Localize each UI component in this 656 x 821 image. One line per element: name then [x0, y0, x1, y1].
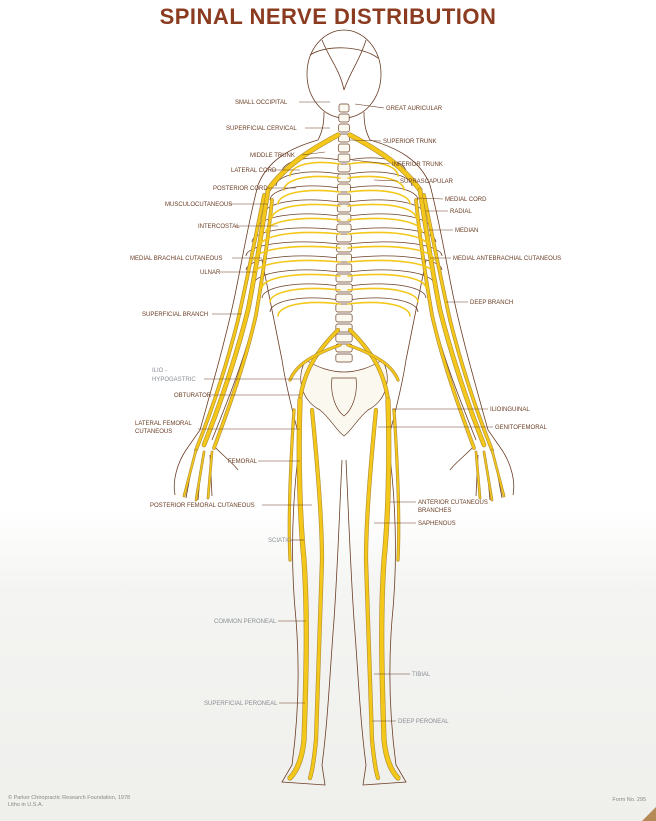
vertebra: [336, 334, 352, 342]
nerve-path: [196, 452, 204, 500]
label-middle-trunk: MIDDLE TRUNK: [250, 153, 295, 159]
intercostal-nerve-right: [348, 274, 426, 288]
label-great-auricular: GREAT AURICULAR: [386, 106, 443, 112]
intercostal-nerve-left: [290, 162, 340, 176]
intercostal-nerve-left: [254, 260, 340, 274]
label-medial-cord: MEDIAL CORD: [445, 197, 487, 203]
label-saphenous: SAPHENOUS: [418, 521, 456, 527]
vertebra: [337, 194, 350, 202]
nerve-path: [184, 450, 196, 496]
label-anterior-cutaneous-2: BRANCHES: [418, 508, 451, 514]
intercostal-nerve-right: [348, 302, 410, 316]
label-medial-brachial-cutaneous: MEDIAL BRACHIAL CUTANEOUS: [130, 256, 222, 262]
label-ilio: ILIO -: [152, 368, 167, 374]
label-superficial-branch: SUPERFICIAL BRANCH: [142, 312, 208, 318]
label-suprascapular: SUPRASCAPULAR: [400, 179, 454, 185]
vertebra: [336, 304, 352, 312]
nerve-path: [492, 450, 504, 496]
vertebra: [337, 214, 351, 222]
label-superficial-peroneal: SUPERFICIAL PERONEAL: [204, 701, 278, 707]
skull: [310, 40, 378, 90]
label-posterior-femoral-cutaneous: POSTERIOR FEMORAL CUTANEOUS: [150, 503, 255, 509]
form-number: Form No. 295: [612, 797, 646, 803]
vertebra: [339, 124, 350, 132]
label-deep-peroneal: DEEP PERONEAL: [398, 719, 449, 725]
page-corner: [642, 807, 656, 821]
label-deep-branch: DEEP BRANCH: [470, 300, 513, 306]
label-anterior-cutaneous-1: ANTERIOR CUTANEOUS: [418, 500, 488, 506]
vertebra: [338, 144, 349, 152]
intercostal-nerve-left: [270, 288, 340, 302]
intercostal-nerve-right: [348, 288, 418, 302]
label-medial-antebrachial-cutaneous: MEDIAL ANTEBRACHIAL CUTANEOUS: [453, 256, 561, 262]
label-small-occipital: SMALL OCCIPITAL: [235, 100, 288, 106]
intercostal-nerve-left: [262, 274, 340, 288]
vertebra: [337, 234, 352, 242]
copyright-line-1: © Parker Chiropractic Research Foundatio…: [8, 795, 130, 802]
label-lateral-cord: LATERAL CORD: [231, 168, 277, 174]
label-inferior-trunk: INFERIOR TRUNK: [392, 162, 443, 168]
vertebra: [336, 264, 352, 272]
label-radial: RADIAL: [450, 209, 472, 215]
nerve-path: [484, 452, 492, 500]
label-hypogastric: HYPOGASTRIC: [152, 377, 196, 383]
vertebra: [339, 114, 349, 122]
label-tibial: TIBIAL: [412, 672, 431, 678]
vertebra: [336, 314, 352, 322]
vertebra: [338, 164, 350, 172]
intercostal-nerve-right: [348, 260, 434, 274]
vertebra: [338, 184, 351, 192]
label-posterior-cord: POSTERIOR CORD: [213, 186, 268, 192]
copyright-line-2: Litho in U.S.A.: [8, 802, 130, 809]
label-intercostal: INTERCOSTAL: [198, 224, 240, 230]
vertebra: [337, 224, 351, 232]
label-musculocutaneous: MUSCULOCUTANEOUS: [165, 202, 232, 208]
leader-line-great-auricular: [355, 104, 384, 108]
intercostal-nerve-left: [278, 302, 340, 316]
nerve-path: [366, 410, 378, 778]
spine: [336, 104, 352, 362]
label-median: MEDIAN: [455, 228, 478, 234]
vertebra: [336, 284, 352, 292]
vertebra: [338, 154, 350, 162]
nerve-path: [310, 410, 322, 778]
copyright-note: © Parker Chiropractic Research Foundatio…: [8, 795, 130, 809]
intercostal-nerve-right: [348, 162, 398, 176]
label-ulnar: ULNAR: [200, 270, 221, 276]
label-sciatic: SCIATIC: [268, 538, 292, 544]
vertebra: [336, 294, 352, 302]
vertebra: [336, 254, 351, 262]
label-obturator: OBTURATOR: [174, 393, 212, 399]
label-genitofemoral: GENITOFEMORAL: [495, 425, 548, 431]
label-lateral-femoral-2: CUTANEOUS: [135, 429, 172, 435]
intercostal-nerve-right: [348, 176, 404, 190]
rib-left: [276, 172, 340, 186]
label-superior-trunk: SUPERIOR TRUNK: [383, 139, 437, 145]
label-femoral: FEMORAL: [228, 459, 258, 465]
label-lateral-femoral-1: LATERAL FEMORAL: [135, 421, 192, 427]
label-superficial-cervical: SUPERFICIAL CERVICAL: [226, 126, 297, 132]
label-common-peroneal: COMMON PERONEAL: [214, 619, 277, 625]
vertebra: [336, 354, 352, 362]
label-ilioinguinal: ILIOINGUINAL: [490, 407, 530, 413]
vertebra: [339, 104, 349, 112]
